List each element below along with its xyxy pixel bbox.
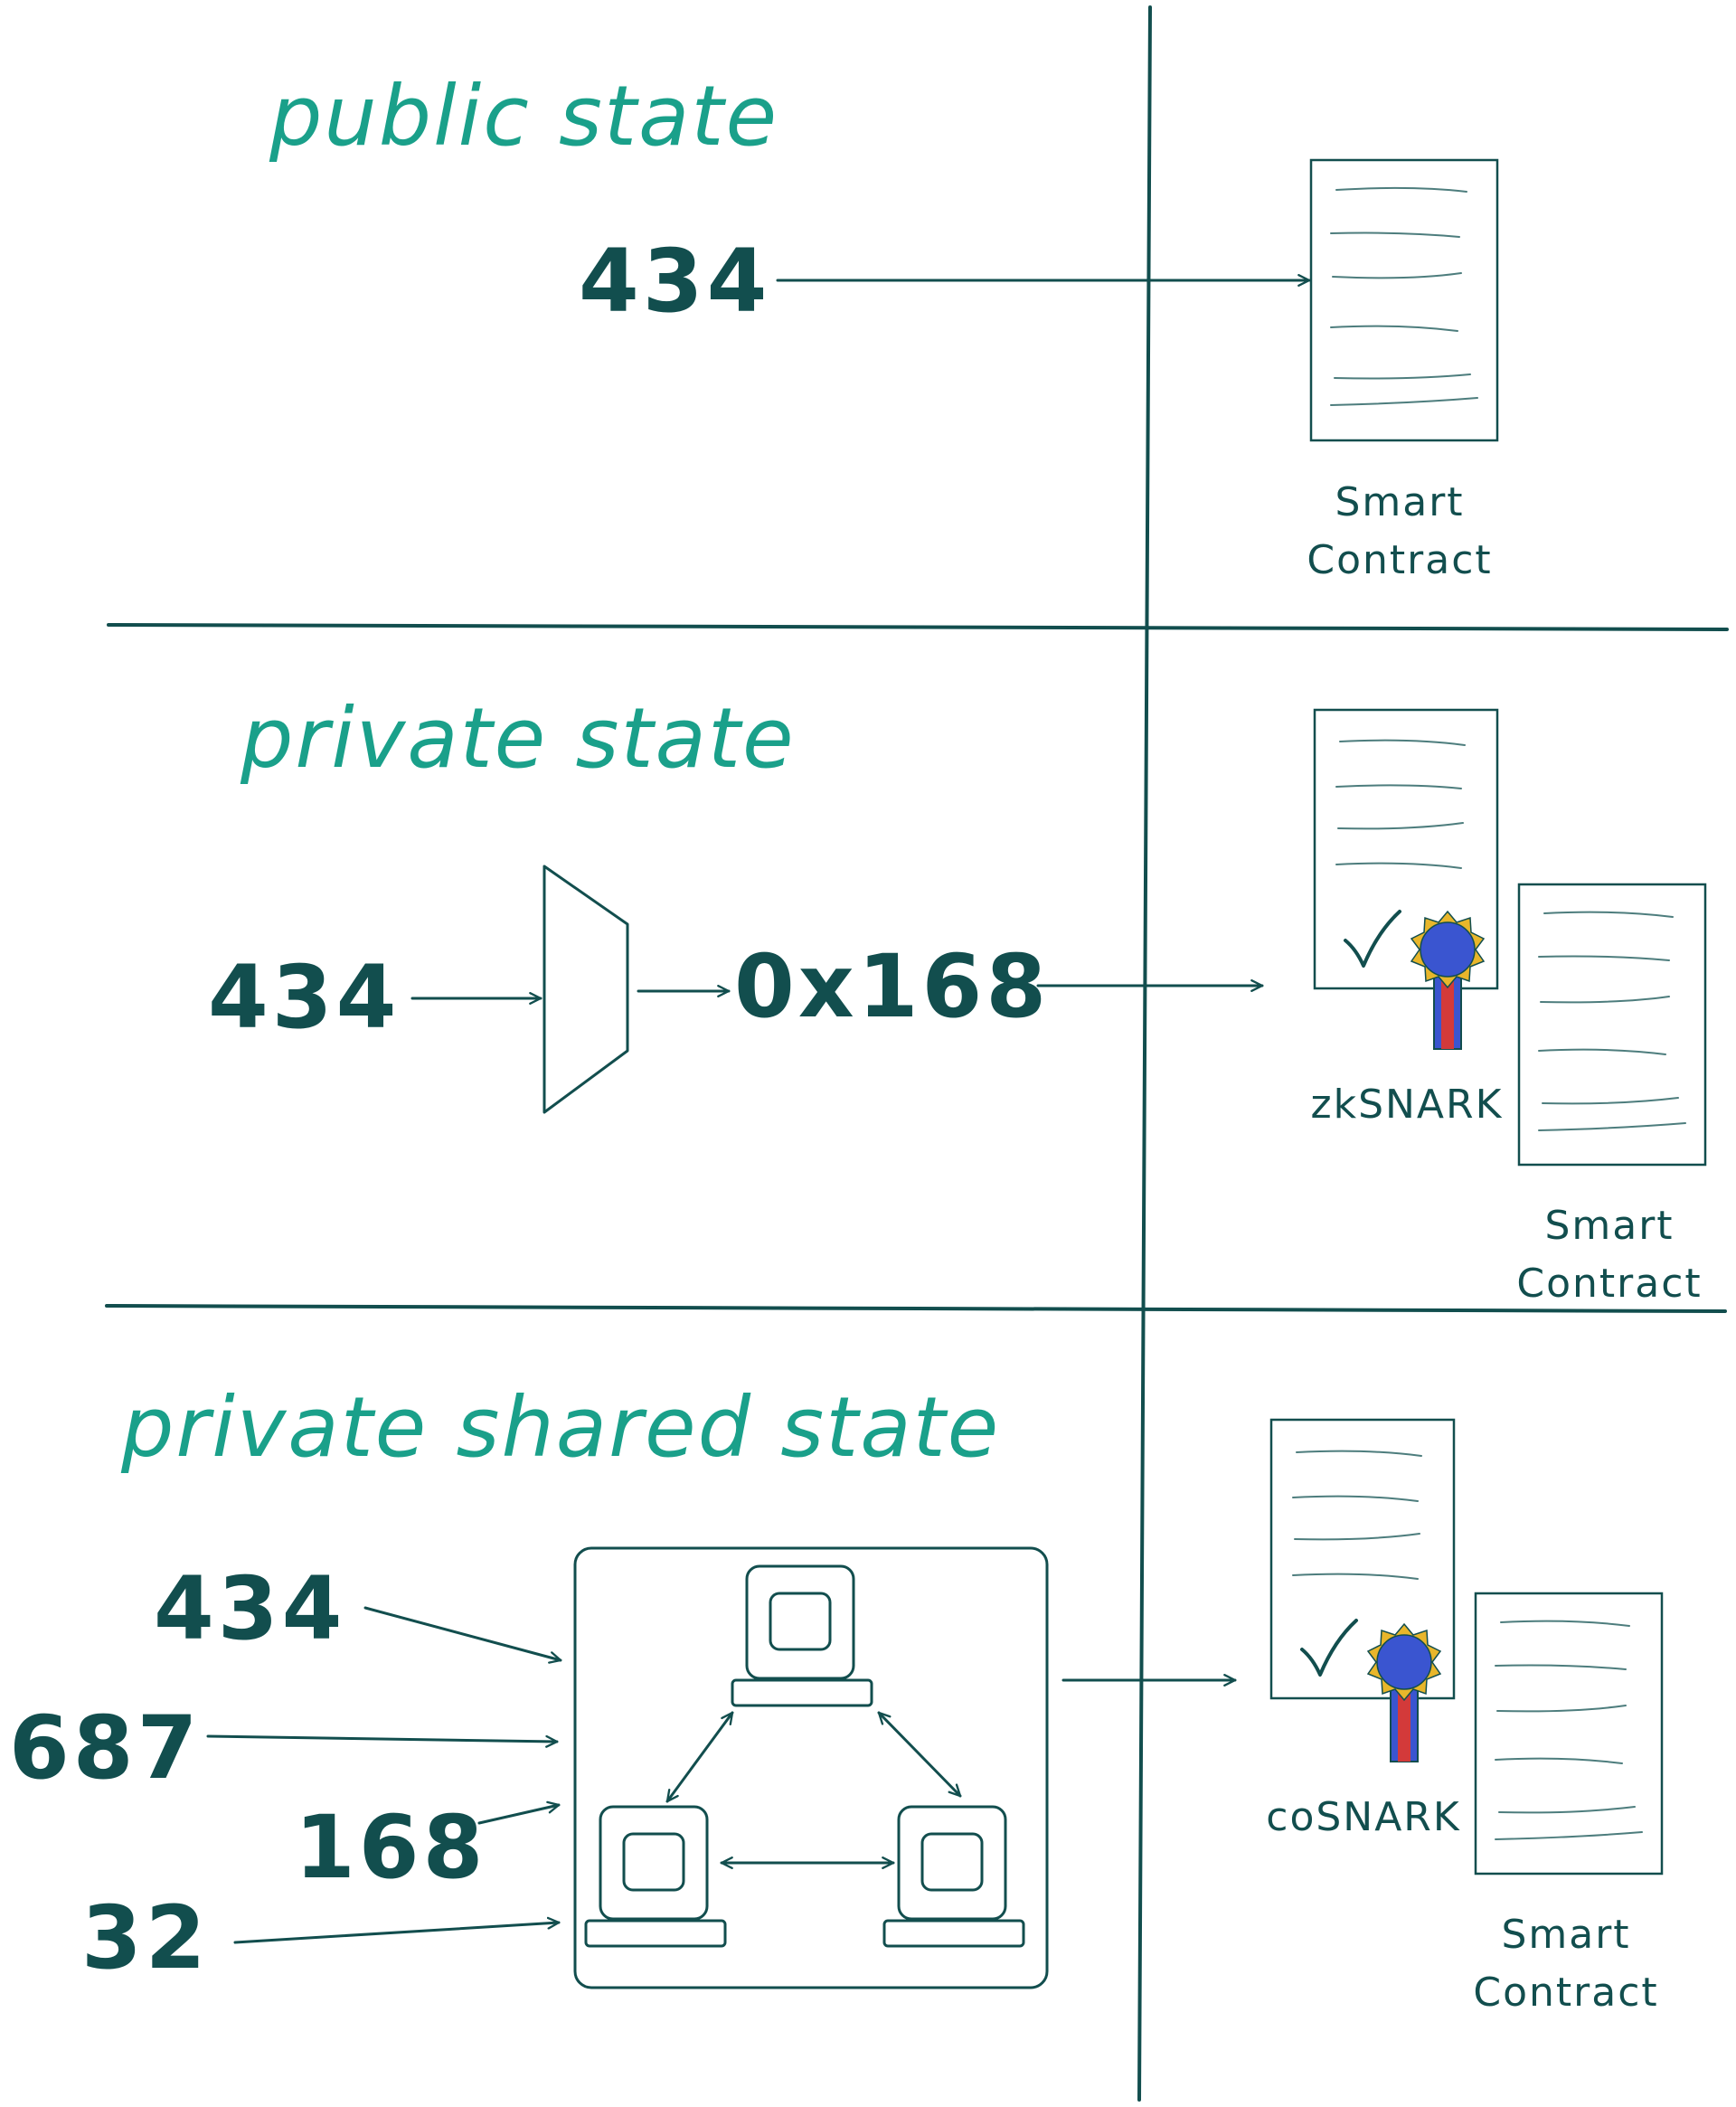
cosnark-label: coSNARK (1266, 1794, 1460, 1840)
document-icon (1474, 1592, 1664, 1876)
certificate-seal-icon (1410, 910, 1486, 1050)
mpc-network-box (573, 1546, 1049, 1989)
shared-arrow-1 (363, 1606, 561, 1660)
private-value: 434 (208, 947, 400, 1048)
network-link-1 (667, 1713, 732, 1801)
computer-icon (731, 1564, 873, 1707)
section-dividers (105, 5, 1729, 2102)
network-link-2 (879, 1713, 960, 1796)
computer-icon (882, 1805, 1025, 1948)
private-contract-label-2: Contract (1516, 1261, 1702, 1307)
shared-arrow-2 (206, 1734, 559, 1742)
shared-title: private shared state (120, 1379, 1000, 1476)
shared-arrow-3 (477, 1805, 559, 1825)
checkmark-icon (1344, 910, 1401, 968)
public-value: 434 (579, 231, 770, 332)
public-section: public state 434 Smart Contract (269, 68, 1499, 583)
public-contract-label-1: Smart (1335, 479, 1464, 525)
shared-value-3: 168 (295, 1797, 486, 1898)
private-contract-label-1: Smart (1544, 1203, 1674, 1249)
public-title: public state (269, 68, 778, 165)
hash-function-icon (542, 865, 629, 1114)
certificate-seal-icon (1366, 1622, 1442, 1762)
shared-value-2: 687 (9, 1697, 201, 1799)
shared-value-4: 32 (81, 1887, 210, 1989)
shared-value-1: 434 (154, 1558, 345, 1659)
public-contract-label-2: Contract (1307, 537, 1492, 583)
computer-icon (584, 1805, 727, 1948)
document-icon (1309, 158, 1499, 442)
private-hash: 0x168 (734, 936, 1050, 1037)
shared-contract-label-1: Smart (1501, 1912, 1630, 1958)
private-title: private state (240, 690, 796, 787)
shared-arrow-4 (233, 1923, 559, 1944)
zksnark-label: zkSNARK (1311, 1082, 1504, 1128)
private-section: private state 434 0x168 zkSNARK (208, 690, 1707, 1307)
shared-section: private shared state 434 687 168 32 (9, 1379, 1664, 2016)
document-icon (1517, 883, 1707, 1167)
shared-contract-label-2: Contract (1473, 1970, 1658, 2016)
checkmark-icon (1300, 1619, 1358, 1677)
